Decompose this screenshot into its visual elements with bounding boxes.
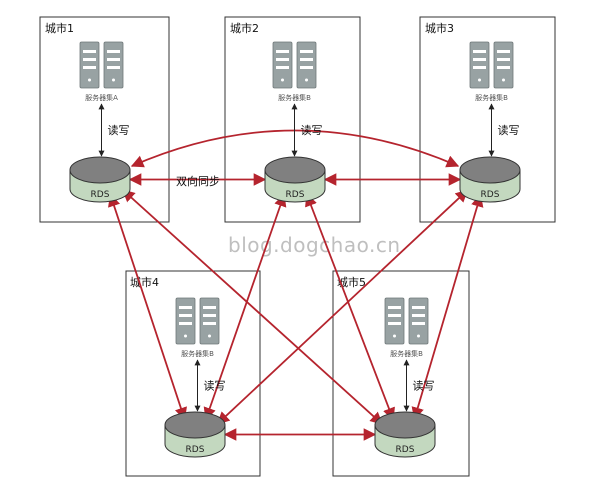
rw-label: 读写 bbox=[108, 123, 130, 137]
rds-label: RDS bbox=[396, 445, 415, 455]
rw-label: 读写 bbox=[301, 123, 323, 137]
database-cylinder-icon bbox=[264, 156, 326, 203]
city-content-3: 服务器集B 读写 RDS bbox=[459, 41, 521, 203]
server-caption: 服务器集B bbox=[475, 93, 508, 102]
rds-label: RDS bbox=[481, 190, 500, 200]
rds-label: RDS bbox=[286, 190, 305, 200]
city-label: 城市2 bbox=[230, 21, 259, 35]
server-caption: 服务器集B bbox=[181, 349, 214, 358]
rds-label: RDS bbox=[91, 190, 110, 200]
sync-label: 双向同步 bbox=[176, 174, 220, 188]
server-caption: 服务器集A bbox=[85, 93, 118, 102]
city-content-1: 服务器集A 读写 RDS bbox=[69, 41, 131, 203]
server-caption: 服务器集B bbox=[278, 93, 311, 102]
server-caption: 服务器集B bbox=[390, 349, 423, 358]
database-cylinder-icon bbox=[164, 411, 226, 458]
city-contents: 服务器集A 读写 RDS 服务器集B 读写 RDS 服务器集B 读写 RDS 服务器集B 读写 RDS… bbox=[69, 41, 521, 458]
database-cylinder-icon bbox=[69, 156, 131, 203]
database-cylinder-icon bbox=[459, 156, 521, 203]
rds-label: RDS bbox=[186, 445, 205, 455]
rw-label: 读写 bbox=[204, 379, 226, 393]
rw-label: 读写 bbox=[498, 123, 520, 137]
server-rack-icon bbox=[175, 297, 220, 345]
server-rack-icon bbox=[384, 297, 429, 345]
city-content-5: 服务器集B 读写 RDS bbox=[374, 297, 436, 458]
city-label: 城市4 bbox=[130, 275, 159, 289]
watermark: blog.dogchao.cn bbox=[228, 233, 401, 257]
database-cylinder-icon bbox=[374, 411, 436, 458]
sync-arrow bbox=[411, 193, 484, 421]
server-rack-icon bbox=[79, 41, 124, 89]
rw-label: 读写 bbox=[413, 379, 435, 393]
server-rack-icon bbox=[469, 41, 514, 89]
city-content-4: 服务器集B 读写 RDS bbox=[164, 297, 226, 458]
city-content-2: 服务器集B 读写 RDS bbox=[264, 41, 326, 203]
server-rack-icon bbox=[272, 41, 317, 89]
city-label: 城市3 bbox=[425, 21, 454, 35]
city-label: 城市1 bbox=[45, 21, 74, 35]
